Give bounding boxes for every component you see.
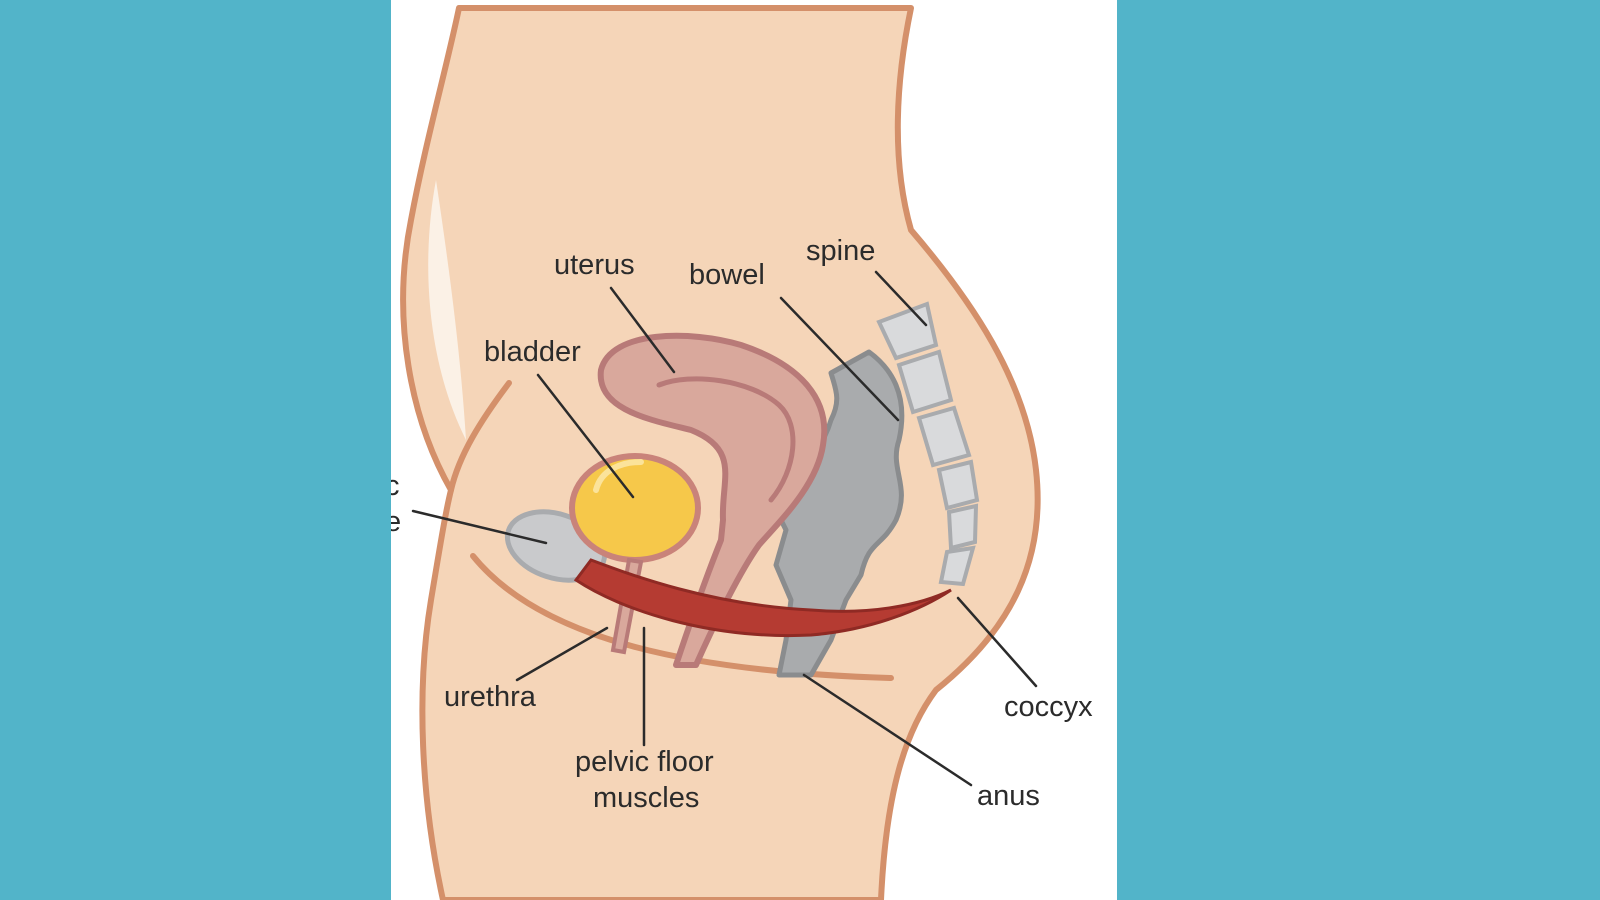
uterus-inner-fold — [656, 376, 796, 503]
label-pubic-bone-line1: c — [391, 470, 400, 502]
label-anus: anus — [977, 780, 1040, 812]
label-pelvic-floor-line1: pelvic floor — [575, 746, 714, 778]
diagram-panel: uterus bowel spine bladder c e urethra p… — [391, 0, 1117, 900]
leader-lines — [411, 270, 1038, 787]
label-bowel: bowel — [689, 259, 765, 291]
bladder-shape — [569, 453, 701, 563]
label-bladder: bladder — [484, 336, 581, 368]
bowel-shape — [768, 349, 905, 678]
spine-vertebrae — [876, 301, 980, 587]
label-spine: spine — [806, 235, 875, 267]
abdomen-highlight — [428, 180, 466, 440]
label-urethra: urethra — [444, 681, 537, 713]
thigh-crease — [448, 380, 512, 493]
pelvic-floor-muscle-shape — [573, 558, 952, 638]
label-pubic-bone-line2: e — [391, 506, 401, 538]
bladder-highlight — [593, 459, 644, 493]
label-uterus: uterus — [554, 249, 635, 281]
label-pelvic-floor-line2: muscles — [593, 782, 699, 814]
pelvic-anatomy-diagram: uterus bowel spine bladder c e urethra p… — [391, 5, 1093, 900]
uterus-shape — [597, 332, 828, 668]
label-coccyx: coccyx — [1004, 691, 1093, 723]
